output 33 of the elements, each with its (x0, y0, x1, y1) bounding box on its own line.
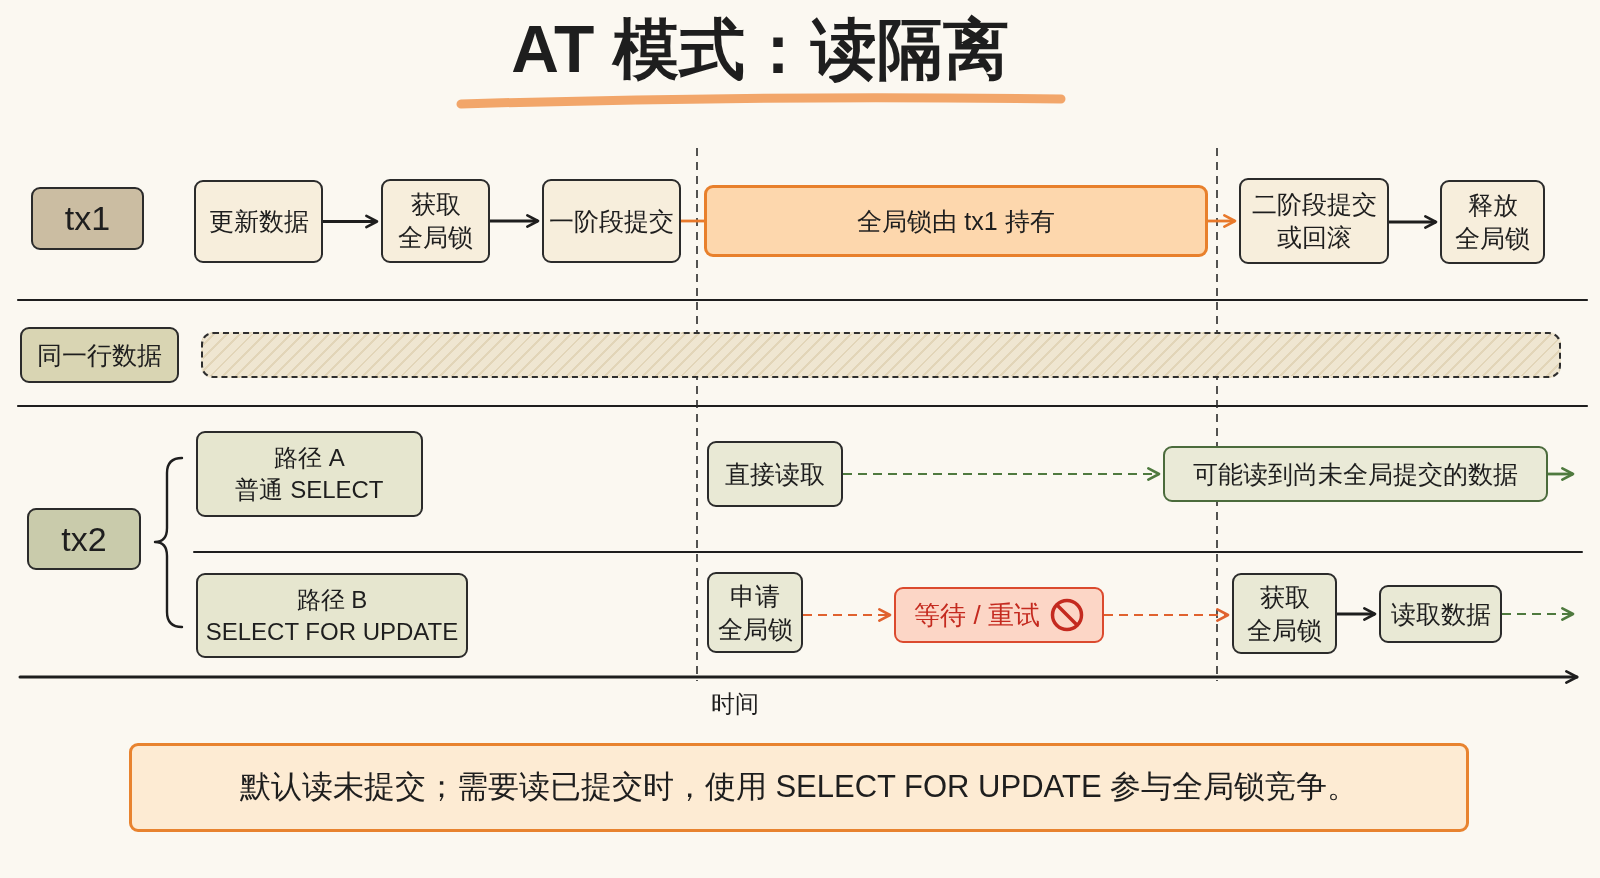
dashed-arrow (1502, 607, 1575, 621)
arrow (1548, 467, 1575, 481)
step-box: 读取数据 (1379, 585, 1502, 643)
label-box: tx1 (31, 187, 144, 250)
note-box: 默认读未提交；需要读已提交时，使用 SELECT FOR UPDATE 参与全局锁竞争。 (129, 743, 1469, 832)
result-box: 可能读到尚未全局提交的数据 (1163, 446, 1548, 502)
label-box: tx2 (27, 508, 141, 570)
dashed-arrow (803, 608, 892, 622)
arrow (1337, 607, 1377, 621)
option-box: 路径 A 普通 SELECT (196, 431, 423, 517)
dashed-arrow (1104, 608, 1230, 622)
connector-line (681, 219, 704, 223)
arrow (323, 214, 379, 229)
dashed-arrow (843, 467, 1161, 481)
step-box: 获取全局锁 (1232, 573, 1337, 654)
step-box: 二阶段提交或回滚 (1239, 178, 1389, 264)
title: AT 模式：读隔离 (511, 11, 1009, 88)
label-box: 同一行数据 (20, 327, 179, 383)
axis-label: 时间 (711, 689, 759, 719)
warning-box (894, 587, 1104, 643)
arrow (1389, 215, 1438, 229)
step-box: 释放全局锁 (1440, 180, 1545, 264)
hatched-bar (201, 332, 1561, 378)
option-box: 路径 B SELECT FOR UPDATE (196, 573, 468, 658)
arrow (1208, 214, 1237, 228)
step-box: 申请全局锁 (707, 572, 803, 653)
highlight-box: 全局锁由 tx1 持有 (704, 185, 1208, 257)
step-box: 一阶段提交 (542, 179, 681, 263)
step-box: 直接读取 (707, 441, 843, 507)
box-label: 等待 / 重试 (914, 598, 1040, 632)
step-box: 更新数据 (194, 180, 323, 263)
step-box: 获取全局锁 (381, 179, 490, 263)
arrow (490, 214, 540, 228)
